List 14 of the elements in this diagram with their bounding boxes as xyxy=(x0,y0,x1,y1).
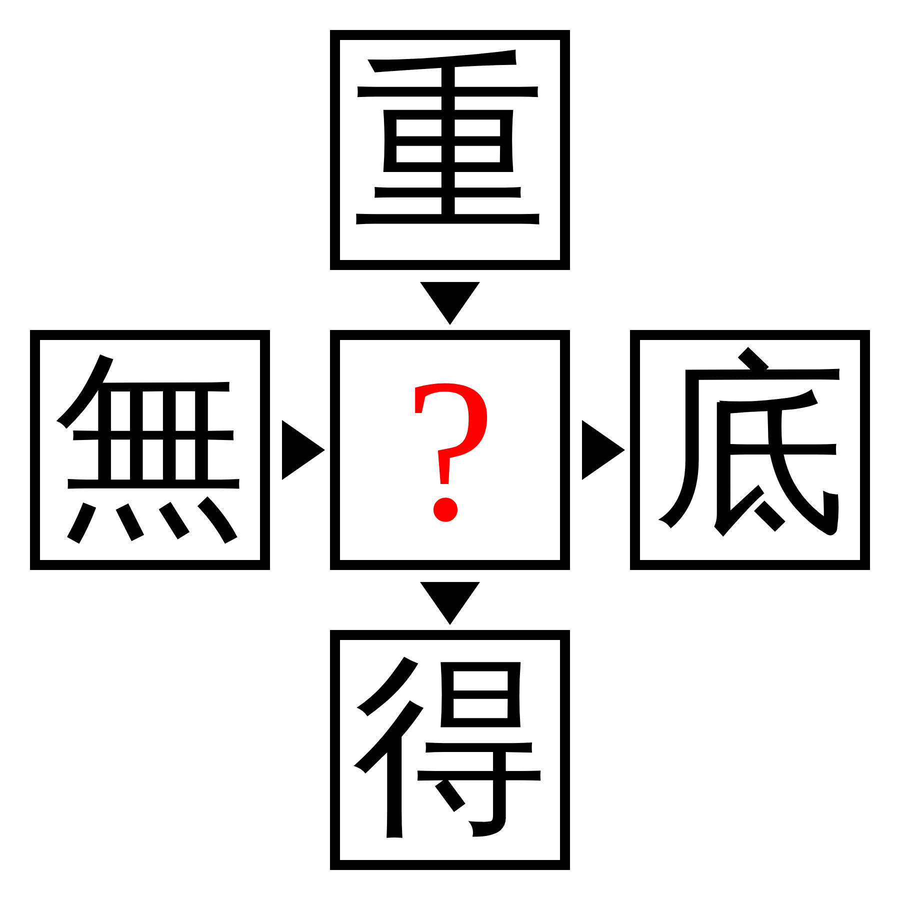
character-box xyxy=(30,330,270,570)
question-box xyxy=(330,330,570,570)
kanji-character: 無 xyxy=(52,346,248,542)
arrow xyxy=(282,420,325,480)
kanji-character: 底 xyxy=(652,346,848,542)
character-box xyxy=(330,30,570,270)
arrow xyxy=(420,282,480,325)
character-box xyxy=(330,630,570,870)
kanji-character: 重 xyxy=(352,46,548,242)
arrow xyxy=(582,420,625,480)
arrow xyxy=(420,582,480,625)
kanji-character: 得 xyxy=(352,646,548,842)
question-mark: ? xyxy=(404,348,496,552)
character-box xyxy=(630,330,870,570)
